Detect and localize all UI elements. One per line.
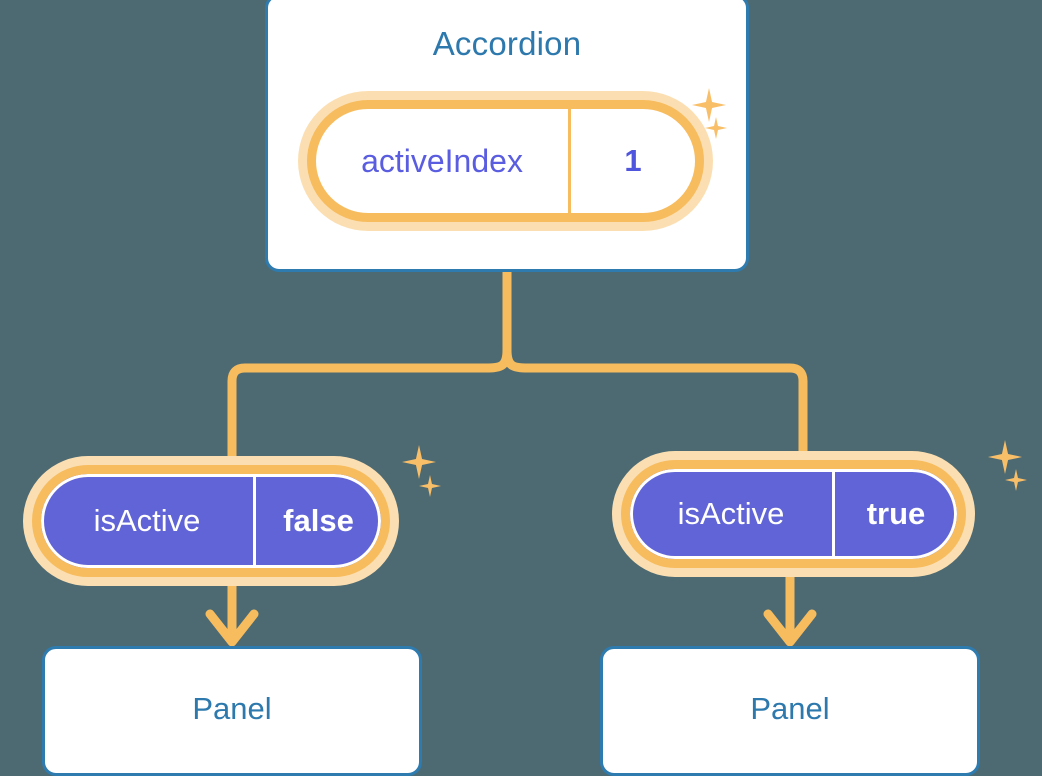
arrow-down-icon — [205, 609, 259, 647]
state-key-isactive-left: isActive — [93, 503, 201, 538]
panel-title-right: Panel — [750, 691, 830, 726]
sparkle-icon — [402, 445, 436, 479]
state-value-isactive-left: false — [253, 474, 381, 568]
state-pill-isactive-right[interactable]: isActive true — [621, 460, 966, 568]
accordion-title: Accordion — [432, 25, 582, 62]
sparkle-small-icon — [419, 475, 441, 497]
wire-branch-right — [502, 345, 808, 465]
arrow-down-icon — [763, 609, 817, 647]
panel-component-card-left[interactable]: Panel — [42, 646, 422, 776]
state-value-activeindex: 1 — [624, 143, 642, 178]
state-value-isactive-right: true — [832, 469, 957, 559]
state-pill-isactive-left[interactable]: isActive false — [32, 465, 390, 577]
state-pill-activeindex[interactable]: activeIndex 1 — [307, 100, 704, 222]
sparkle-icon — [988, 440, 1022, 474]
panel-component-card-right[interactable]: Panel — [600, 646, 980, 776]
state-key-isactive-right: isActive — [677, 496, 785, 531]
panel-title-left: Panel — [192, 691, 272, 726]
state-key-activeindex: activeIndex — [316, 109, 571, 213]
wire-branch-left — [227, 345, 512, 470]
sparkle-small-icon — [1005, 469, 1027, 491]
